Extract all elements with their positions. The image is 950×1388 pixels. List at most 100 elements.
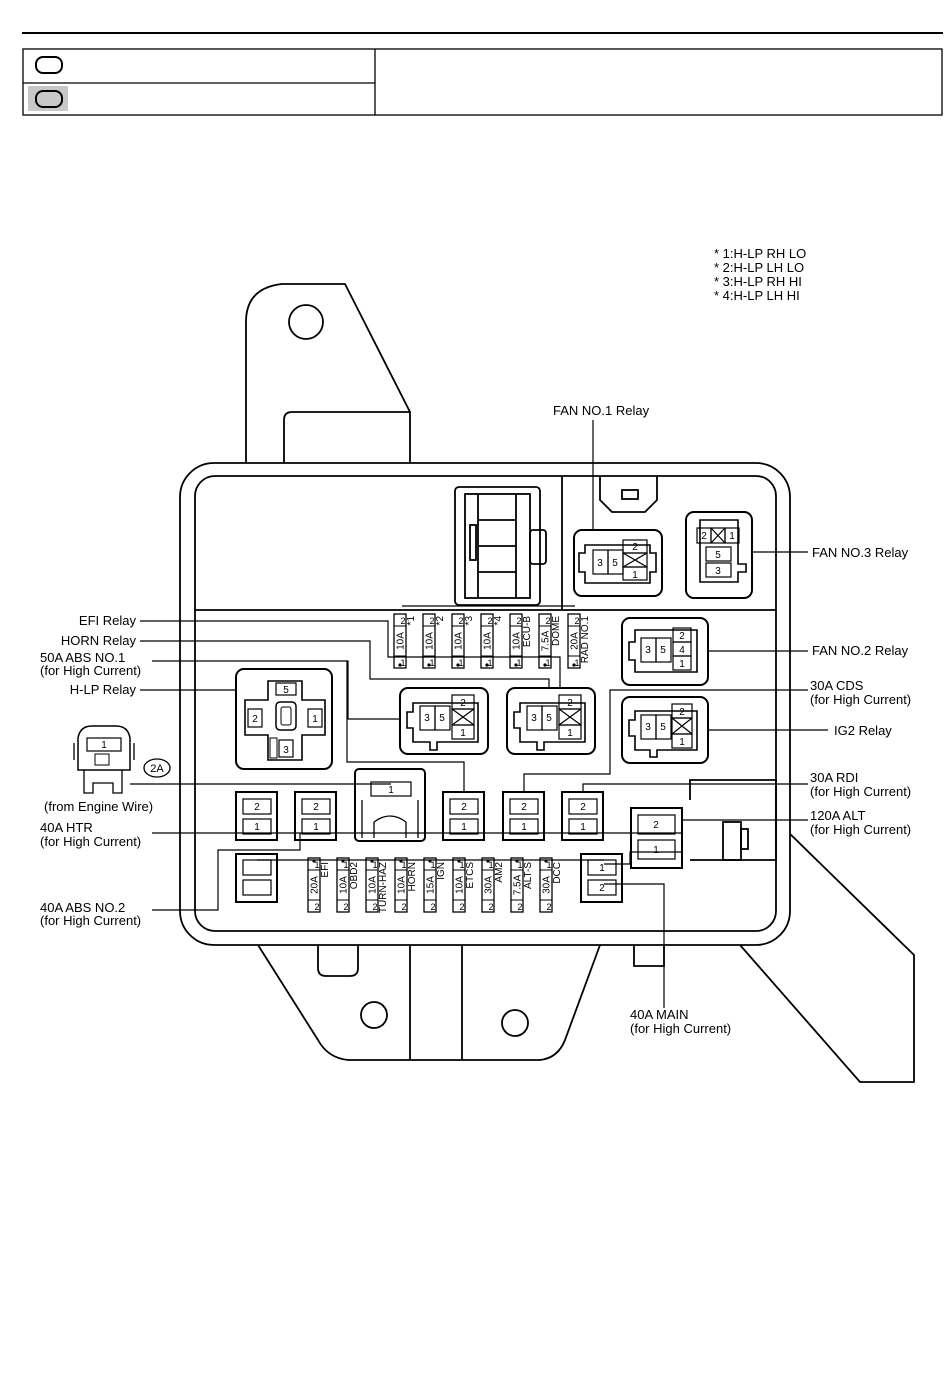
pin-label: 1 xyxy=(632,570,638,581)
mini-fuse-name: DOME xyxy=(551,616,562,646)
pin-label: 1 xyxy=(459,860,464,870)
footnote-1: * 1:H-LP RH LO xyxy=(714,246,806,261)
mini-fuse-body xyxy=(538,613,552,669)
pin-label: 2 xyxy=(632,542,638,553)
mini-fuse-name: RAD NO.1 xyxy=(580,616,591,664)
alt-label: 120A ALT xyxy=(810,808,865,823)
ig2-relay: 3 5 2 1 xyxy=(621,696,709,764)
mini-fuse-name: ETCS xyxy=(465,862,476,889)
ig2-relay-label: IG2 Relay xyxy=(834,723,892,738)
footnote-3: * 3:H-LP RH HI xyxy=(714,274,802,289)
mini-fuse-dot xyxy=(456,663,460,667)
pin-label: 2 xyxy=(400,616,405,626)
pin-label: 1 xyxy=(545,658,550,668)
mini-fuse-name: TURN-HAZ xyxy=(378,862,389,913)
rdi-fuse: 2 1 xyxy=(561,791,604,841)
pin-label: 1 xyxy=(461,822,467,833)
mini-fuse-dot xyxy=(514,663,518,667)
pin-label: 1 xyxy=(487,658,492,668)
mini-fuse-dot xyxy=(543,663,547,667)
main-fuse: 1 2 xyxy=(580,853,623,903)
pin-label: 2 xyxy=(313,802,319,813)
pin-label: 3 xyxy=(597,558,603,569)
pin-label: 5 xyxy=(660,722,666,733)
footnote-2: * 2:H-LP LH LO xyxy=(714,260,804,275)
pin-label: 1 xyxy=(313,822,319,833)
mini-fuse-body xyxy=(365,857,379,913)
pin-label: 1 xyxy=(430,860,435,870)
htr-sublabel: (for High Current) xyxy=(40,834,141,849)
footnote-4: * 4:H-LP LH HI xyxy=(714,288,800,303)
connector-code-badge: 2A xyxy=(143,758,171,778)
mini-fuse-body xyxy=(452,857,466,913)
mini-fuse-amp: 20A xyxy=(310,876,321,894)
pin-label: 3 xyxy=(531,713,537,724)
mini-fuse-name: ALT-S xyxy=(523,862,534,889)
pin-label: 3 xyxy=(645,722,651,733)
pin-label: 1 xyxy=(312,714,318,725)
pin-label: 2 xyxy=(487,616,492,626)
pin-label: 5 xyxy=(660,645,666,656)
pin-label: 2 xyxy=(488,902,493,912)
mini-fuse-name: *2 xyxy=(435,616,446,626)
pin-label: 2 xyxy=(567,698,573,709)
mini-fuse-body xyxy=(539,857,553,913)
pin-label: 1 xyxy=(388,785,394,796)
pin-label: 2 xyxy=(545,616,550,626)
hlp-relay-label: H-LP Relay xyxy=(70,682,137,697)
mini-fuse-name: HORN xyxy=(407,862,418,891)
cds-fuse: 2 1 xyxy=(502,791,545,841)
htr-label: 40A HTR xyxy=(40,820,93,835)
pin-label: 2 xyxy=(679,707,685,718)
white-connector-icon xyxy=(35,56,63,74)
footnotes: * 1:H-LP RH LO * 2:H-LP LH LO * 3:H-LP R… xyxy=(714,246,806,303)
pin-label: 2 xyxy=(546,902,551,912)
pin-label: 2 xyxy=(521,802,527,813)
pin-label: 2 xyxy=(679,631,685,642)
pin-label: 5 xyxy=(612,558,618,569)
hlp-fuse-block: 2 1 xyxy=(442,791,485,841)
pin-label: 1 xyxy=(546,860,551,870)
pin-label: 2 xyxy=(459,902,464,912)
horn-relay-label: HORN Relay xyxy=(61,633,137,648)
abs-no1-sublabel: (for High Current) xyxy=(40,663,141,678)
mini-fuse-amp: 10A xyxy=(368,876,379,894)
mini-fuse-amp: 10A xyxy=(512,632,523,650)
pin-label: 1 xyxy=(372,860,377,870)
abs-no2-fuse xyxy=(235,853,278,903)
pin-label: 1 xyxy=(599,863,605,874)
mini-fuse-name: OBD2 xyxy=(349,862,360,890)
pin-label: 2 xyxy=(430,902,435,912)
leader-lines xyxy=(130,420,828,1008)
pin-label: 3 xyxy=(645,645,651,656)
mini-fuse-amp: 10A xyxy=(397,876,408,894)
efi-relay-label: EFI Relay xyxy=(79,613,137,628)
pin-label: 3 xyxy=(283,745,289,756)
cds-sublabel: (for High Current) xyxy=(810,692,911,707)
pin-label: 1 xyxy=(521,822,527,833)
fan-no2-relay-label: FAN NO.2 Relay xyxy=(812,643,909,658)
mini-fuse-dot xyxy=(572,663,576,667)
alt-sublabel: (for High Current) xyxy=(810,822,911,837)
mini-fuse-body xyxy=(567,613,581,669)
pin-label: 2 xyxy=(653,820,659,831)
abs-no1-fuse: 2 1 xyxy=(294,791,337,841)
abs-no2-sublabel: (for High Current) xyxy=(40,913,141,928)
hlp-relay: 5 2 1 3 xyxy=(235,668,333,770)
pin-label: 2 xyxy=(254,802,260,813)
rdi-label: 30A RDI xyxy=(810,770,858,785)
mini-fuse-amp: 15A xyxy=(426,876,437,894)
mini-fuse-body xyxy=(307,857,321,913)
legend-table xyxy=(22,48,943,116)
pin-label: 5 xyxy=(715,550,721,561)
